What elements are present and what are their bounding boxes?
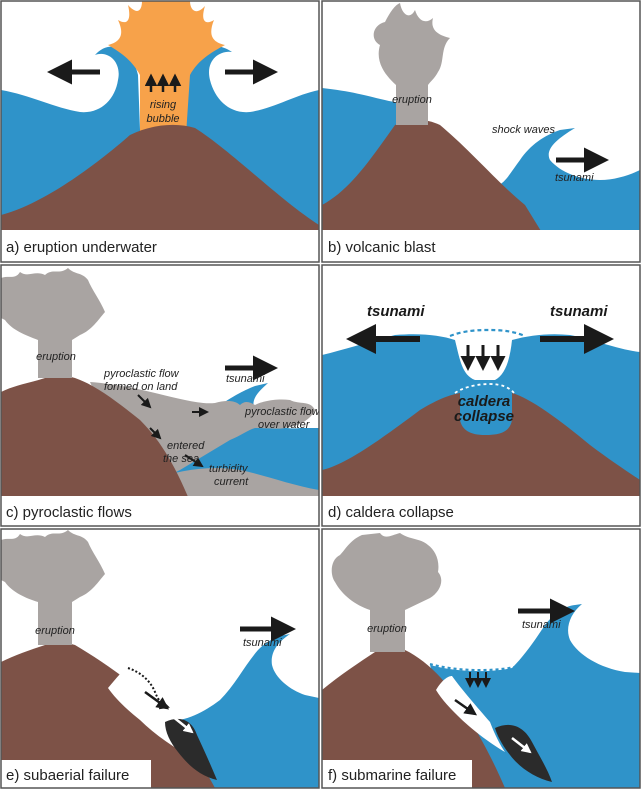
label-collapse: collapse xyxy=(454,408,514,425)
label-tsunami: tsunami xyxy=(522,619,561,631)
panel-c-pyroclastic-flows: eruption pyroclastic flow formed on land… xyxy=(1,268,321,526)
eruption-plume xyxy=(1,530,105,645)
panel-d-caption: d) caldera collapse xyxy=(328,504,454,521)
panel-e-subaerial-failure: eruption tsunami e) subaerial failure xyxy=(1,530,319,788)
slide-arrow-black xyxy=(454,698,478,716)
label-turbidity-1: turbidity xyxy=(209,463,249,475)
flow-arrow-3 xyxy=(149,427,162,440)
panel-a-eruption-underwater: rising bubble a) eruption underwater xyxy=(1,1,319,262)
panel-f-submarine-failure: eruption tsunami f) submarine failure xyxy=(322,533,640,788)
volcano xyxy=(322,393,640,526)
volcano xyxy=(1,642,215,788)
panel-d-caldera-collapse: tsunami tsunami caldera collapse d) cald… xyxy=(322,303,640,526)
label-tsunami: tsunami xyxy=(555,172,594,184)
label-entered-1: entered xyxy=(167,440,205,452)
slide-arrow-white xyxy=(171,715,194,734)
label-flow-water-1: pyroclastic flow xyxy=(244,406,321,418)
label-shock-waves: shock waves xyxy=(492,124,555,136)
eruption-plume xyxy=(1,268,105,378)
label-rising: rising xyxy=(150,99,177,111)
label-tsunami-right: tsunami xyxy=(550,303,608,320)
label-eruption: eruption xyxy=(367,623,407,635)
debris-flow xyxy=(165,718,217,780)
sea-surface-outline xyxy=(429,662,516,672)
label-flow-water-2: over water xyxy=(258,419,311,431)
rising-bubble xyxy=(108,1,225,135)
caldera-outline xyxy=(454,383,515,394)
label-flow-land-1: pyroclastic flow xyxy=(103,368,180,380)
eruption-plume xyxy=(373,3,450,125)
label-entered-2: the sea xyxy=(163,453,199,465)
label-eruption: eruption xyxy=(392,94,432,106)
volcano xyxy=(1,124,319,262)
label-caldera: caldera xyxy=(458,393,511,410)
label-bubble: bubble xyxy=(146,113,179,125)
label-eruption: eruption xyxy=(36,351,76,363)
volcano xyxy=(322,647,505,788)
label-tsunami: tsunami xyxy=(226,373,265,385)
flow-arrow-4 xyxy=(184,454,204,468)
slide-arrow-black xyxy=(144,690,170,710)
label-tsunami-left: tsunami xyxy=(367,303,425,320)
label-flow-land-2: formed on land xyxy=(104,381,178,393)
volcano xyxy=(322,119,560,262)
panel-b-volcanic-blast: eruption shock waves tsunami b) volcanic… xyxy=(322,3,640,262)
sea-surface-outline xyxy=(449,328,526,338)
label-turbidity-2: current xyxy=(214,476,249,488)
debris-flow xyxy=(495,724,552,782)
label-tsunami: tsunami xyxy=(243,637,282,649)
panel-c-caption: c) pyroclastic flows xyxy=(6,504,132,521)
volcano xyxy=(1,375,200,526)
eruption-plume xyxy=(331,533,442,652)
panel-a-caption: a) eruption underwater xyxy=(6,239,157,256)
label-eruption: eruption xyxy=(35,625,75,637)
panel-e-caption: e) subaerial failure xyxy=(6,767,129,784)
flow-arrow-1 xyxy=(137,394,152,409)
slide-arrow-white xyxy=(511,737,532,754)
panel-b-caption: b) volcanic blast xyxy=(328,239,436,256)
panel-f-caption: f) submarine failure xyxy=(328,767,456,784)
